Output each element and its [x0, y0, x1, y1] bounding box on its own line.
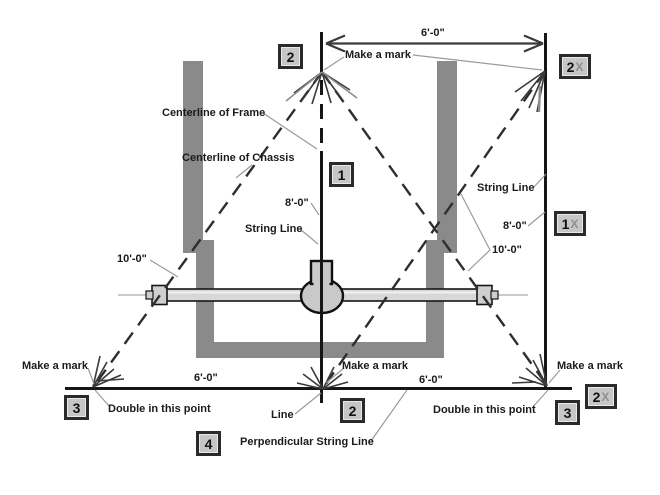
step-4-number: 4: [204, 435, 213, 452]
label-string-line-right: String Line: [477, 182, 535, 194]
step-2x-number: 2: [592, 388, 601, 405]
label-leaders: [87, 54, 561, 442]
axle-right-end-cap: [476, 284, 493, 306]
dimension-arrow-right: [523, 34, 544, 53]
label-line: Line: [271, 409, 294, 421]
mirror-x-suffix: X: [570, 216, 579, 231]
mark-bottom-right: [511, 353, 548, 387]
left-frame-rail-upper: [183, 61, 203, 253]
label-make-a-mark-bottom-left: Make a mark: [22, 360, 89, 372]
label-string-line-left: String Line: [245, 223, 303, 235]
axle-right-nub: [490, 290, 499, 300]
step-marker-3-right: 3: [555, 400, 580, 425]
label-double-in-this-point-left: Double in this point: [108, 403, 211, 415]
right-frame-rail-upper: [437, 61, 457, 253]
step-3-number: 3: [563, 404, 572, 421]
mark-bottom-center: [296, 366, 349, 390]
step-marker-2-bottom: 2: [340, 398, 365, 423]
label-perpendicular-string-line: Perpendicular String Line: [240, 436, 374, 448]
dimension-10ft-left: 10'-0": [117, 253, 147, 265]
diagonal-string-left: [93, 71, 323, 387]
mark-top-right: [514, 70, 546, 113]
dimension-10ft-right: 10'-0": [492, 244, 522, 256]
dimension-6ft-bottom-right: 6'-0": [419, 374, 443, 386]
dimension-6ft-top: 6'-0": [421, 27, 445, 39]
step-1-number: 1: [337, 166, 346, 183]
mark-top-center: [285, 71, 358, 105]
label-double-in-this-point-right: Double in this point: [433, 404, 536, 416]
mark-bottom-left: [92, 355, 125, 388]
step-2-number: 2: [348, 402, 357, 419]
dimension-8ft-left: 8'-0": [285, 197, 309, 209]
dimension-arrow-left: [325, 34, 346, 53]
top-dimension-line: [325, 34, 544, 53]
step-marker-4: 4: [196, 431, 221, 456]
step-marker-3-left: 3: [64, 395, 89, 420]
step-marker-1-center: 1: [329, 162, 354, 187]
mirror-x-suffix: X: [575, 59, 584, 74]
step-3-number: 3: [72, 399, 81, 416]
label-centerline-of-frame: Centerline of Frame: [162, 107, 266, 119]
mark-starbursts: [92, 70, 548, 390]
step-2x-number: 2: [566, 58, 575, 75]
dimension-8ft-right: 8'-0": [503, 220, 527, 232]
diagonal-string-right-to-center: [322, 70, 546, 389]
step-1x-number: 1: [561, 215, 570, 232]
label-make-a-mark-bottom-right: Make a mark: [557, 360, 624, 372]
step-2-number: 2: [286, 48, 295, 65]
label-make-a-mark-bottom-center: Make a mark: [342, 360, 409, 372]
label-centerline-of-chassis: Centerline of Chassis: [182, 152, 295, 164]
axle-left-nub: [145, 290, 154, 300]
dimension-6ft-bottom-left: 6'-0": [194, 372, 218, 384]
step-marker-2-top: 2: [278, 44, 303, 69]
mirror-x-suffix: X: [601, 389, 610, 404]
diagonal-check-strings: [93, 70, 547, 389]
label-make-a-mark-top: Make a mark: [345, 49, 412, 61]
